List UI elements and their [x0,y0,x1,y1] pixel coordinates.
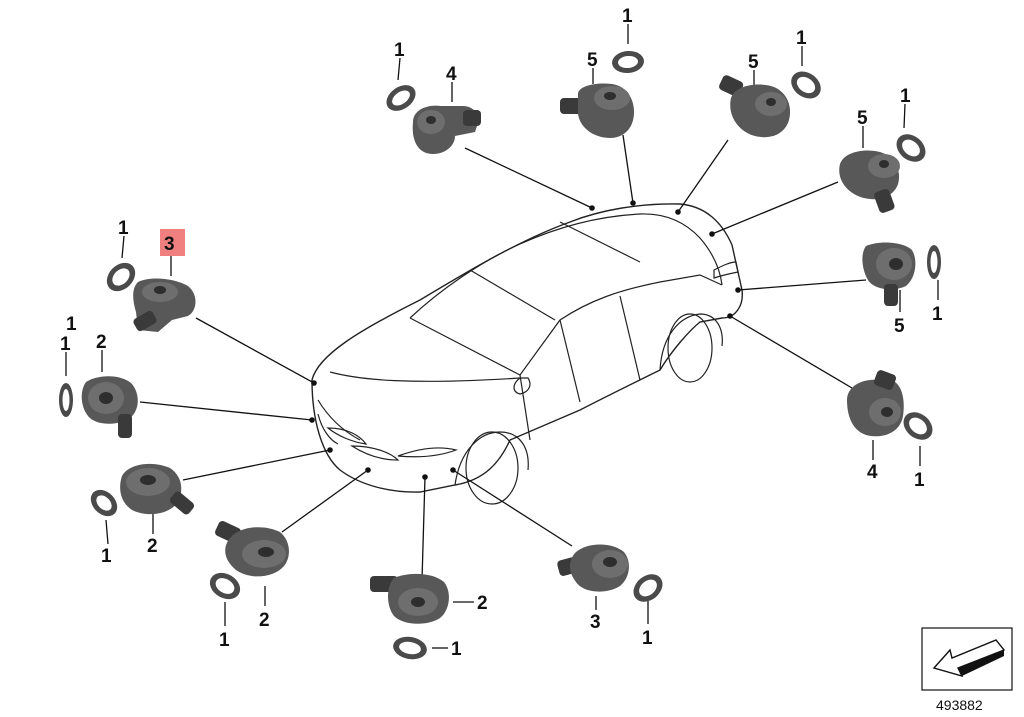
callout-label: 5 [748,52,759,73]
callout-label: 5 [857,108,868,129]
sensor-icon [370,573,449,624]
sensor-icon [862,242,916,306]
sensor-icon [133,278,196,332]
leader-lines [65,24,939,649]
ring-icon [896,134,926,162]
callout-label: 1 [622,6,633,27]
sensor-icon [557,544,629,592]
ring-icon [386,85,416,111]
callout-label-highlighted: 3 [164,234,175,255]
orientation-arrow-icon [921,627,1013,691]
callout-label: 4 [867,462,878,483]
ring-icon [106,262,136,292]
callout-label: 1 [394,40,405,61]
callout-label: 2 [259,610,270,631]
callout-label: 1 [219,630,230,651]
sensor-icon [560,83,634,138]
diagram-id: 493882 [936,697,983,713]
callout-label: 5 [894,316,905,337]
sensor-icon [839,150,900,213]
callout-label: 1 [642,628,653,649]
callout-label: 5 [587,50,598,71]
sensor-icon [412,105,481,154]
ring-icon [791,71,821,99]
sensor-icon [215,520,289,577]
callout-label: 1 [66,314,77,335]
callout-labels: 1 1 4 5 5 1 1 5 1 5 1 1 2 4 1 1 2 2 1 2 … [60,6,943,660]
callout-label: 2 [477,593,488,614]
ring-icon [903,412,933,440]
rings [59,50,941,660]
sensor-icon [719,75,791,138]
ring-icon [59,383,73,417]
callout-label: 2 [147,536,158,557]
ring-icon [393,636,427,660]
ring-icon [612,50,644,74]
callout-label: 1 [932,304,943,325]
sensors [81,75,916,624]
ring-icon [90,489,118,517]
ring-icon [633,574,663,602]
highlight-box [160,229,185,256]
callout-label: 1 [118,218,129,239]
sensor-icon [847,370,904,437]
callout-label: 4 [446,64,457,85]
callout-label: 1 [451,639,462,660]
sensor-icon [81,376,138,438]
callout-label: 1 [796,28,807,49]
callout-label: 2 [96,332,107,353]
sensor-icon [120,463,195,515]
callout-label: 3 [590,612,601,633]
car-outline [311,203,743,505]
callout-label: 1 [60,334,71,355]
callout-label: 1 [900,86,911,107]
ring-icon [927,245,941,279]
callout-label: 1 [101,546,112,567]
ring-icon [209,572,241,600]
callout-label: 1 [914,470,925,491]
